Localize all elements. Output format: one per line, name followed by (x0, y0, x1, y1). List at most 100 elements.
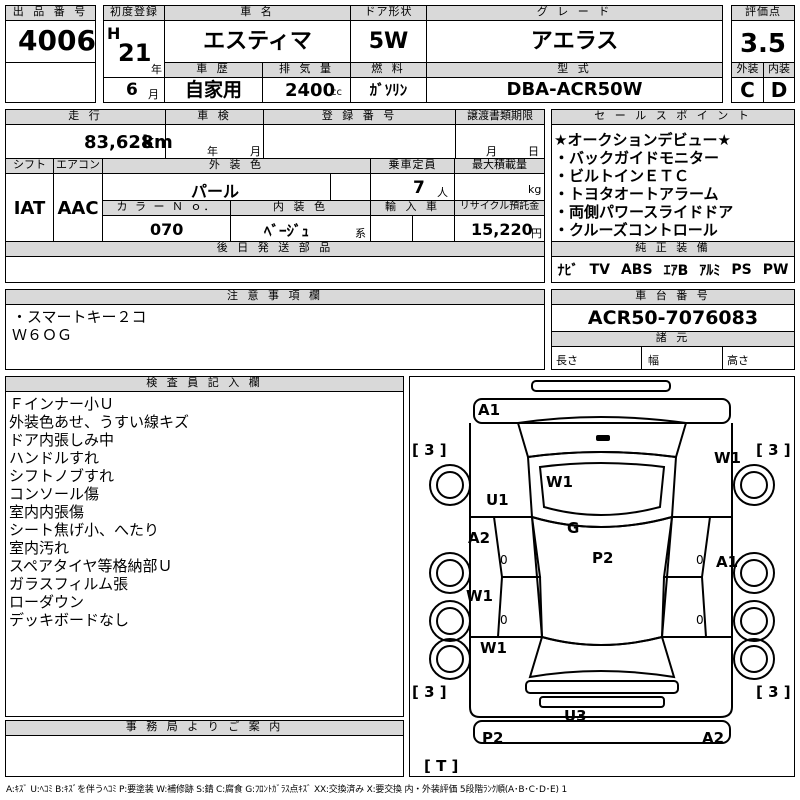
note-line: Ｗ６ＯＧ (12, 326, 73, 344)
mark-a1-top: A1 (478, 401, 501, 419)
equipment-navi: ﾅﾋﾞ (557, 262, 579, 279)
legend: A:ｷｽﾞ U:ﾍｺﾐ B:ｷｽﾞを伴うﾍｺﾐ P:要塗装 W:補修跡 S:錆 … (6, 785, 567, 795)
inspection-header: 車 検 (165, 109, 264, 125)
capacity-unit: 人 (437, 186, 448, 199)
inspector-line: スペアタイヤ等格納部Ｕ (9, 557, 173, 575)
inspector-line: 室内内張傷 (9, 503, 85, 521)
model-cell: エスティマ (164, 20, 351, 63)
equipment-pw: PW (762, 261, 789, 278)
sales-point: ★オークションデビュー★ (554, 131, 731, 149)
inspection-cell: 年 月 (165, 124, 264, 159)
lot-number: 4006 (18, 24, 96, 57)
spec-length: 長さ (551, 346, 642, 370)
equipment-header: 純 正 装 備 (551, 241, 795, 257)
load-unit: kg (528, 183, 542, 196)
chassis-number: ACR50-7076083 (587, 307, 759, 329)
grade-value: アエラス (530, 29, 619, 54)
color-no-header: カ ラ ー Ｎ ｏ． (102, 200, 231, 216)
interior-grade: D (770, 78, 788, 102)
doors-header: ドア形状 (350, 5, 427, 21)
mileage-cell: 83,628 km (5, 124, 173, 159)
first-reg-cell: H 21 年 (103, 20, 165, 78)
transfer-cell: 月 日 (455, 124, 545, 159)
inspector-line: シート焦げ小、へたり (9, 521, 160, 539)
transfer-day-unit: 日 (528, 145, 539, 158)
mark-zero-left-2: 0 (500, 613, 508, 627)
shift-value: IAT (13, 198, 46, 219)
mark-a1-right: A1 (716, 553, 739, 571)
ac-cell: AAC (53, 173, 103, 242)
inspector-line: ローダウン (9, 593, 85, 611)
inspection-year-unit: 年 (207, 145, 218, 158)
reg-month: 6 (126, 80, 138, 100)
shift-cell: IAT (5, 173, 54, 242)
interior-header: 内装 (763, 62, 795, 78)
inspector-line: ガラスフィルム張 (9, 575, 129, 593)
sales-point: ・ビルトインＥＴＣ (554, 167, 690, 185)
spec-height: 高さ (722, 346, 795, 370)
load-header: 最大積載量 (454, 158, 545, 174)
spare-tire-bracket: [ T ] (424, 757, 459, 775)
displacement-value: 2400 (285, 80, 336, 101)
inspector-line: Ｆインナー小Ｕ (9, 395, 115, 413)
chassis-cell: ACR50-7076083 (551, 304, 795, 332)
year-unit: 年 (151, 63, 162, 76)
sales-points-cell: ★オークションデビュー★ ・バックガイドモニター ・ビルトインＥＴＣ ・トヨタオ… (551, 124, 795, 242)
mark-p2-mid: P2 (592, 549, 614, 567)
fuel-cell: ｶﾞｿﾘﾝ (350, 77, 427, 103)
lot-number-blank (5, 62, 96, 103)
sales-point: ・トヨタオートアラーム (554, 185, 719, 203)
inspector-line: デッキボードなし (9, 611, 130, 629)
inspector-line: ドア内張しみ中 (9, 431, 115, 449)
inspector-header: 検 査 員 記 入 欄 (5, 376, 404, 392)
recycle-header: リサイクル預託金 (454, 200, 545, 216)
fuel-value: ｶﾞｿﾘﾝ (369, 81, 408, 99)
capacity-value: 7 (413, 178, 425, 198)
displacement-unit: cc (331, 87, 342, 98)
reg-year: 21 (118, 39, 152, 67)
notes-header: 注 意 事 項 欄 (5, 289, 545, 305)
recycle-unit: 円 (531, 227, 542, 240)
shift-header: シフト (5, 158, 54, 174)
mark-zero-right-1: 0 (696, 553, 704, 567)
equipment-airbag: ｴｱB (663, 262, 689, 279)
import-cell (370, 215, 413, 242)
score-header: 評価点 (731, 5, 795, 21)
mark-g: G (567, 519, 580, 537)
inspector-line: 室内汚れ (9, 539, 70, 557)
month-unit: 月 (148, 88, 159, 101)
sales-point: ・バックガイドモニター (554, 149, 720, 167)
recycle-cell: 15,220 円 (454, 215, 545, 242)
later-parts-cell (5, 256, 545, 283)
interior-color-header: 内 装 色 (230, 200, 371, 216)
type-value: DBA-ACR50W (506, 79, 643, 100)
color-sub-cell (330, 173, 371, 201)
sales-point: ・両側パワースライドドア (554, 203, 734, 221)
inspector-line: ハンドルすれ (9, 449, 100, 467)
tire-depth-front-right: [ 3 ] (756, 441, 791, 459)
import-header: 輸 入 車 (370, 200, 455, 216)
exterior-cell: C (731, 77, 764, 103)
sales-points-header: セ ー ル ス ポ イ ン ト (551, 109, 795, 125)
mileage-header: 走 行 (5, 109, 166, 125)
interior-color-value: ﾍﾞｰｼﾞｭ (264, 222, 310, 240)
doors-cell: 5W (350, 20, 427, 63)
grade-cell: アエラス (426, 20, 723, 63)
inspector-line: コンソール傷 (9, 485, 100, 503)
mark-a2-left: A2 (468, 529, 491, 547)
mark-a2-bottom: A2 (702, 729, 725, 747)
lot-number-header: 出 品 番 号 (5, 5, 96, 21)
ac-value: AAC (57, 198, 99, 219)
mark-u1: U1 (486, 491, 509, 509)
interior-color-unit: 系 (355, 227, 366, 240)
transfer-header: 譲渡書類期限 (455, 109, 545, 125)
load-cell: kg (454, 173, 545, 201)
equipment-tv: TV (589, 261, 610, 278)
notes-cell: ・スマートキー２コ Ｗ６ＯＧ (5, 304, 545, 370)
capacity-header: 乗車定員 (370, 158, 455, 174)
note-line: ・スマートキー２コ (12, 308, 147, 326)
score-cell: 3.5 (731, 20, 795, 63)
spec-height-label: 高さ (727, 354, 749, 367)
mark-w1-left-2: W1 (480, 639, 507, 657)
equipment-cell: ﾅﾋﾞ TV ABS ｴｱB ｱﾙﾐ PS PW (551, 256, 795, 283)
